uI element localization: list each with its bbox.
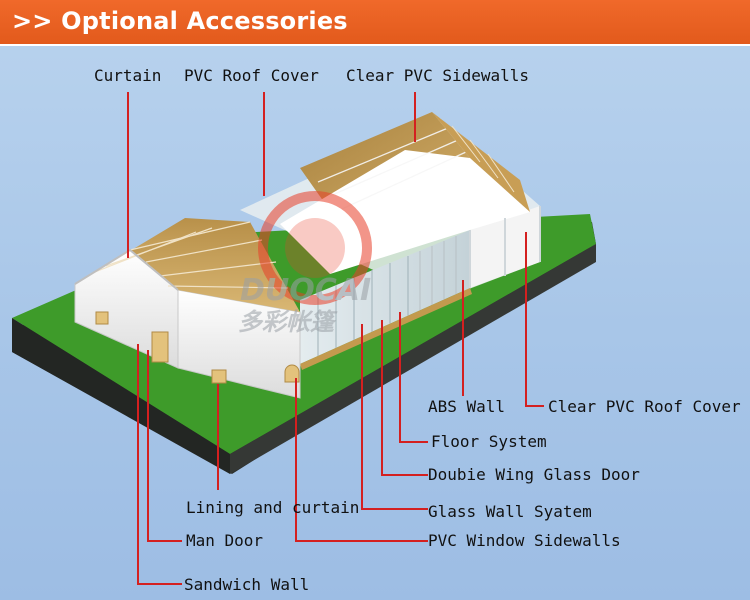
label-sandwich-wall: Sandwich Wall (184, 575, 310, 594)
header-bar: >> Optional Accessories (0, 0, 750, 44)
label-glass-wall-system: Glass Wall Syatem (428, 502, 592, 521)
label-man-door: Man Door (186, 531, 264, 550)
watermark: DUOCAI 多彩帐篷 (238, 191, 372, 336)
callout-man-door (147, 350, 182, 542)
label-clear-pvc-roof-cover: Clear PVC Roof Cover (548, 397, 741, 416)
page-title: >> Optional Accessories (12, 7, 348, 35)
header-divider (0, 44, 750, 46)
callout-floor-system (399, 312, 428, 443)
label-double-wing-glass-door: Doubie Wing Glass Door (428, 465, 640, 484)
label-floor-system: Floor System (431, 432, 547, 451)
label-curtain: Curtain (94, 66, 162, 85)
label-pvc-window-sidewalls: PVC Window Sidewalls (428, 531, 621, 550)
front-tent (74, 218, 301, 399)
callout-double-wing-glass-door (381, 320, 428, 476)
callout-lines (127, 92, 544, 585)
callout-clear-pvc-roof-cover (525, 232, 544, 407)
label-pvc-roof-cover: PVC Roof Cover (184, 66, 319, 85)
main-hall (240, 112, 541, 370)
callout-sandwich-wall (137, 344, 182, 585)
callout-pvc-window-sidewalls (295, 378, 428, 542)
label-abs-wall: ABS Wall (428, 397, 506, 416)
label-clear-pvc-sidewalls: Clear PVC Sidewalls (346, 66, 530, 85)
watermark-brand: DUOCAI (240, 273, 371, 308)
watermark-sub: 多彩帐篷 (238, 308, 338, 336)
callout-glass-wall-system (361, 324, 428, 510)
label-lining-and-curtain: Lining and curtain (186, 498, 360, 517)
